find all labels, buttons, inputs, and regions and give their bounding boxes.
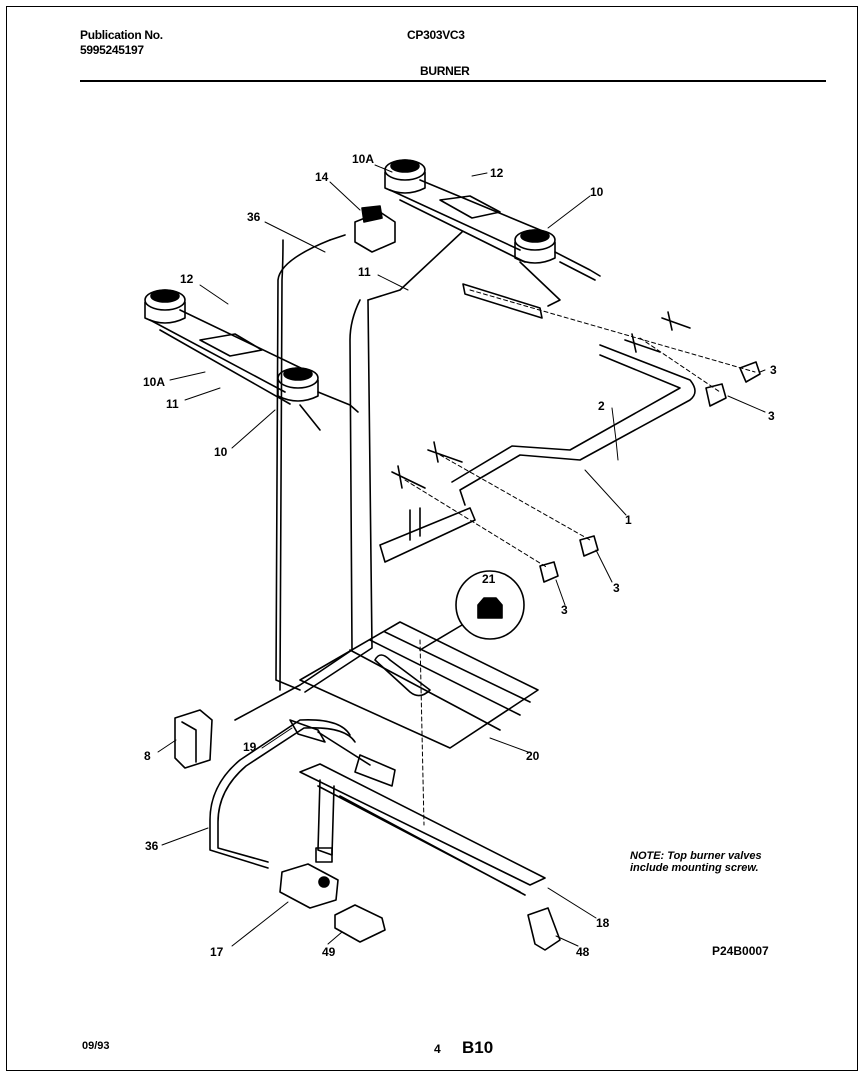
header-rule <box>80 80 826 82</box>
part-14-valve <box>329 205 396 253</box>
callout-10A-left: 10A <box>143 375 165 389</box>
callout-8: 8 <box>144 749 151 763</box>
footer-date: 09/93 <box>82 1040 110 1052</box>
callout-10-top: 10 <box>590 185 604 199</box>
part-17-block <box>279 863 339 909</box>
bottom-burner-tube <box>299 763 546 896</box>
callout-11-top: 11 <box>358 265 371 279</box>
part-19-bracket <box>289 719 396 787</box>
callout-3-d: 3 <box>561 603 568 617</box>
top-burner-valves <box>391 283 691 489</box>
callout-3-a: 3 <box>770 363 777 377</box>
knob-clips <box>539 361 761 583</box>
callout-3-c: 3 <box>613 581 620 595</box>
callout-21: 21 <box>482 572 496 586</box>
callout-leaders <box>157 164 766 947</box>
publication-label: Publication No. <box>80 28 163 42</box>
callout-49: 49 <box>322 945 336 959</box>
section-title: BURNER <box>420 64 470 78</box>
valve-note-line2: include mounting screw. <box>630 862 759 874</box>
model-number: CP303VC3 <box>407 28 465 42</box>
right-burner-assembly <box>384 159 601 307</box>
valve-leaders <box>404 289 756 826</box>
callout-36-bottom: 36 <box>145 839 159 853</box>
callout-12-left: 12 <box>180 272 194 286</box>
callout-2: 2 <box>598 399 605 413</box>
callout-10-left: 10 <box>214 445 228 459</box>
valve-note-line1: NOTE: Top burner valves <box>630 850 762 862</box>
callout-19: 19 <box>243 740 257 754</box>
valve-note: NOTE: Top burner valves include mounting… <box>630 850 762 874</box>
gas-tubing <box>234 231 463 721</box>
part-48-bracket <box>527 907 561 951</box>
callout-3-b: 3 <box>768 409 775 423</box>
footer-section-code: B10 <box>462 1038 494 1057</box>
page-border <box>6 6 858 1071</box>
callout-36-top: 36 <box>247 210 261 224</box>
footer-page-number: 4 <box>434 1042 441 1056</box>
callout-14: 14 <box>315 170 329 184</box>
manifold-pipe <box>379 344 696 563</box>
bottom-gas-tube <box>209 718 356 869</box>
part-8-block <box>174 709 213 769</box>
callout-1: 1 <box>625 513 632 527</box>
callout-18: 18 <box>596 916 610 930</box>
part-21-detail <box>419 570 525 651</box>
callout-labels: 10A 12 14 10 36 11 12 10A 11 10 3 3 2 1 … <box>143 152 777 959</box>
part-20-tray <box>299 621 539 749</box>
callout-48: 48 <box>576 945 590 959</box>
callout-17: 17 <box>210 945 224 959</box>
callout-11-left: 11 <box>166 397 179 411</box>
callout-10A-top: 10A <box>352 152 374 166</box>
callout-20: 20 <box>526 749 540 763</box>
part-49-bracket <box>334 904 386 943</box>
callout-12-top: 12 <box>490 166 504 180</box>
figure-code: P24B0007 <box>712 944 769 958</box>
left-burner-assembly <box>144 289 359 431</box>
publication-number: 5995245197 <box>80 43 144 57</box>
